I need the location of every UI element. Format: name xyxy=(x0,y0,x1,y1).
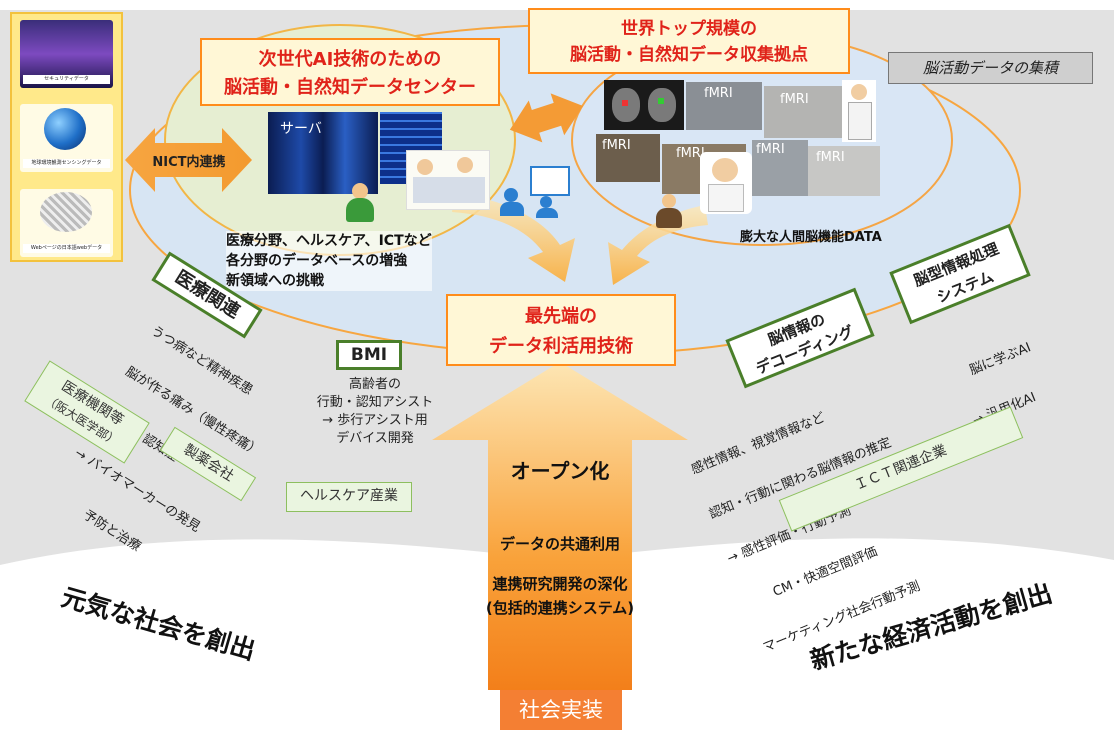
meeting-icon xyxy=(500,166,570,218)
researcher-icon xyxy=(417,159,433,175)
open-title: オープン化 xyxy=(510,459,610,483)
fmri-label-4: fMRI xyxy=(676,146,705,161)
bmi-line2: 行動・認知アシスト xyxy=(316,395,434,410)
fmri-image-2: fMRI xyxy=(764,86,842,138)
datacenter-title-line1: 次世代AI技術のための xyxy=(258,49,442,70)
hub-title-line1: 世界トップ規模の xyxy=(621,19,757,39)
security-data-label: セキュリティデータ xyxy=(23,75,110,84)
social-impl-label: 社会実装 xyxy=(519,698,603,722)
person-icon-right-body xyxy=(656,208,682,228)
healthcare-industry-label: ヘルスケア産業 xyxy=(300,488,398,504)
earth-icon xyxy=(44,108,86,150)
datacenter-title: 次世代AI技術のための 脳活動・自然知データセンター xyxy=(200,38,500,106)
fmri-image-3: fMRI xyxy=(596,134,660,182)
security-data-card: セキュリティデータ xyxy=(20,20,113,88)
person-icon xyxy=(352,183,368,199)
left-data-panel: セキュリティデータ 地球環境観測センシングデータ Webページの日本語webデー… xyxy=(10,12,123,262)
researchers-image xyxy=(406,150,490,210)
curve-arrow-left xyxy=(452,192,575,282)
open-arrow xyxy=(432,362,688,690)
human-brain-data-label: 膨大な人間脳機能DATA xyxy=(740,230,882,245)
person-icon-right xyxy=(662,194,676,208)
core-tech-box: 最先端の データ利活用技術 xyxy=(446,294,676,366)
database-text-line1: 医療分野、ヘルスケア、ICTなど xyxy=(226,233,432,249)
accumulation-label: 脳活動データの集積 xyxy=(888,52,1093,84)
earth-sensing-label: 地球環境観測センシングデータ xyxy=(23,159,110,168)
bmi-line4: デバイス開発 xyxy=(336,431,414,446)
open-line2: 連携研究開発の深化 xyxy=(492,575,628,593)
fmri-label-5: fMRI xyxy=(756,142,785,157)
brain-system-line1: 脳に学ぶAI xyxy=(967,340,1034,379)
web-data-card: Webページの日本語webデータ xyxy=(20,189,113,257)
core-tech-line1: 最先端の xyxy=(525,306,597,327)
doctor-icon-bottom xyxy=(700,152,752,214)
fmri-image-1: fMRI xyxy=(686,82,762,130)
bmi-line3: → 歩行アシスト用 xyxy=(322,413,428,428)
bmi-line1: 高齢者の xyxy=(348,377,401,392)
fmri-label-2: fMRI xyxy=(780,92,809,107)
curve-arrow-right xyxy=(608,205,708,285)
decoding-line4: CM・快適空間評価 xyxy=(770,544,880,601)
bmi-label: BMI xyxy=(336,340,402,370)
social-impl-box: 社会実装 xyxy=(500,690,622,730)
person-icon-body xyxy=(346,198,374,222)
database-text: 医療分野、ヘルスケア、ICTなど 各分野のデータベースの増強 新領域への挑戦 xyxy=(226,231,432,291)
database-text-line3: 新領域への挑戦 xyxy=(226,273,324,289)
earth-sensing-card: 地球環境観測センシングデータ xyxy=(20,104,113,172)
nict-link-label: NICT内連携 xyxy=(152,155,226,170)
brain-scan-image xyxy=(604,80,684,130)
center-hub-arrow xyxy=(509,93,584,143)
fmri-label-3: fMRI xyxy=(602,138,631,153)
web-globe-icon xyxy=(40,192,92,232)
server-image: サーバ xyxy=(268,112,378,194)
datacenter-title-line2: 脳活動・自然知データセンター xyxy=(224,77,476,98)
researcher-icon xyxy=(457,157,473,173)
nict-link-arrow xyxy=(125,128,252,192)
healthcare-industry-box: ヘルスケア産業 xyxy=(286,482,412,512)
fmri-image-6: fMRI xyxy=(808,146,880,196)
bmi-label-text: BMI xyxy=(350,345,388,365)
fmri-label-6: fMRI xyxy=(816,150,845,165)
database-text-line2: 各分野のデータベースの増強 xyxy=(226,253,408,269)
server-label: サーバ xyxy=(280,121,322,137)
fmri-image-5: fMRI xyxy=(752,140,808,196)
bmi-text: 高齢者の 行動・認知アシスト → 歩行アシスト用 デバイス開発 xyxy=(300,376,450,448)
web-data-label: Webページの日本語webデータ xyxy=(23,244,110,253)
accumulation-label-text: 脳活動データの集積 xyxy=(922,59,1058,77)
core-tech-line2: データ利活用技術 xyxy=(489,336,633,357)
open-line3: (包括的連携システム) xyxy=(485,599,635,617)
open-line1: データの共通利用 xyxy=(499,535,620,553)
hub-title-line2: 脳活動・自然知データ収集拠点 xyxy=(570,45,808,65)
doctor-icon-top xyxy=(842,80,876,142)
hub-title: 世界トップ規模の 脳活動・自然知データ収集拠点 xyxy=(528,8,850,74)
fmri-label-1: fMRI xyxy=(704,86,733,101)
